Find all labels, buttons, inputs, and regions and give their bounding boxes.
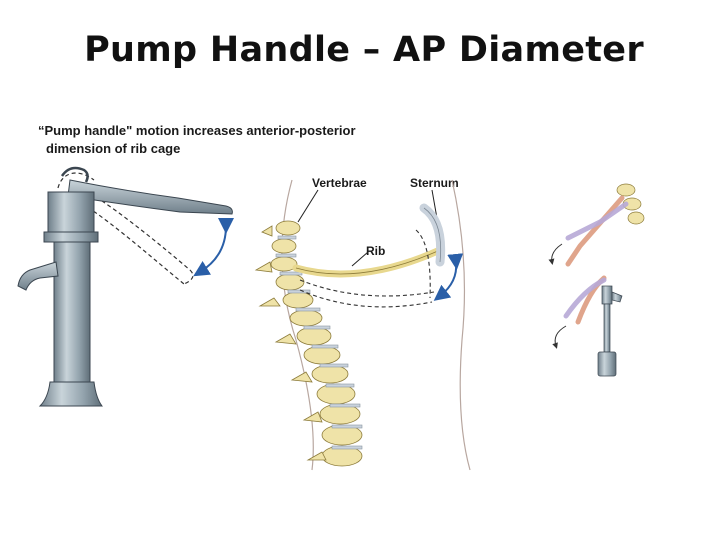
spine-rib-illustration <box>254 179 471 471</box>
water-pump-illustration <box>17 166 235 407</box>
label-vertebrae: Vertebrae <box>312 176 367 190</box>
figure-caption: “Pump handle" motion increases anterior-… <box>38 122 356 158</box>
slide-title: Pump Handle – AP Diameter <box>84 30 644 70</box>
vertebral-column <box>254 220 363 467</box>
mini-pump-diagram-bottom <box>552 275 623 377</box>
label-sternum: Sternum <box>410 176 459 190</box>
mini-rib-diagram-top <box>548 183 645 267</box>
label-rib: Rib <box>366 244 386 258</box>
caption-line-2: dimension of rib cage <box>46 141 181 156</box>
caption-line-1: “Pump handle" motion increases anterior-… <box>38 123 356 138</box>
